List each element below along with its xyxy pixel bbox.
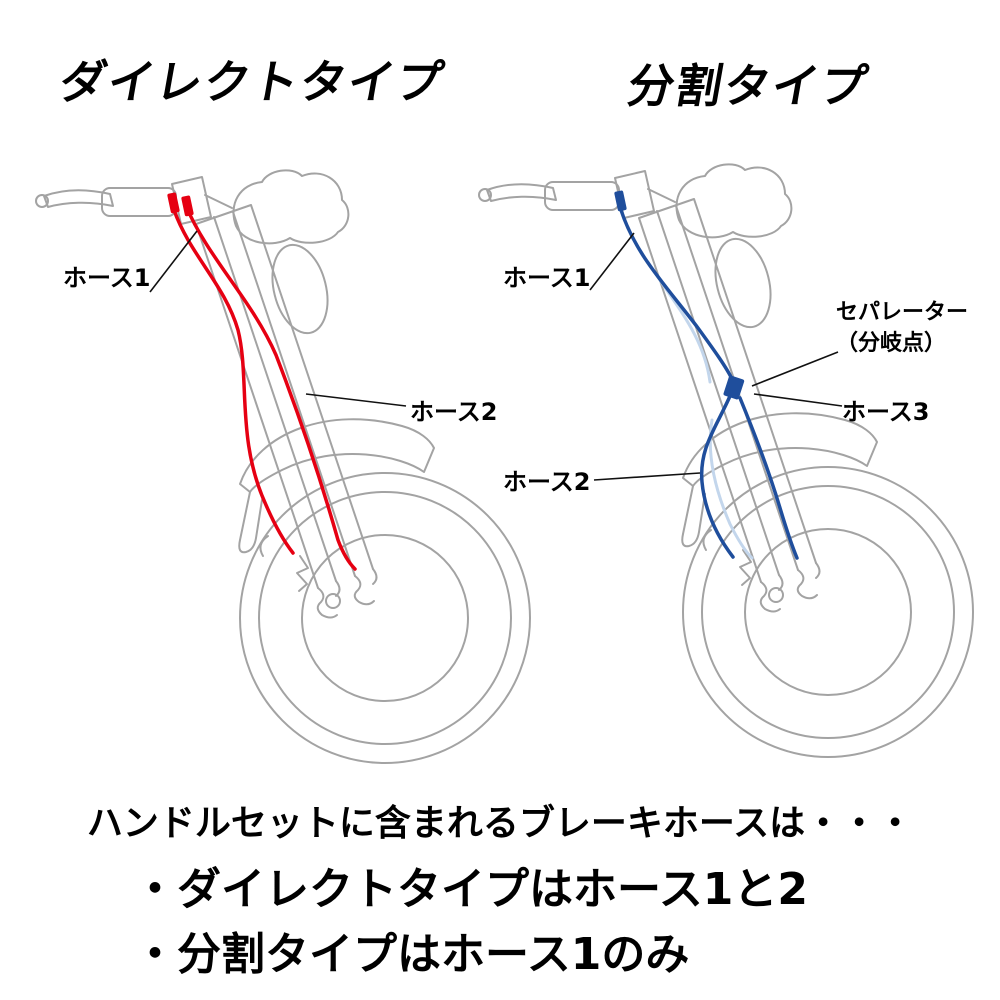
split-hoses-light bbox=[646, 260, 754, 560]
split-hoses bbox=[619, 208, 799, 560]
separator-label-line1: セパレーター bbox=[836, 300, 969, 325]
direct-hose1-leader bbox=[149, 230, 198, 293]
split-hose3-label: ホース3 bbox=[842, 398, 930, 426]
footer-bullet-split: ・分割タイプはホース1のみ bbox=[133, 929, 690, 980]
split-hose-fittings bbox=[614, 190, 745, 400]
split-hose2-leader bbox=[593, 472, 701, 481]
direct-hose-fittings bbox=[167, 192, 194, 217]
direct-hose1-label: ホース1 bbox=[63, 264, 151, 292]
separator-label: セパレーター （分岐点） bbox=[836, 298, 968, 360]
separator-label-line2: （分岐点） bbox=[836, 330, 947, 356]
direct-hose2-path bbox=[184, 204, 357, 571]
direct-hose1-path bbox=[172, 208, 295, 555]
footer-intro-text: ハンドルセットに含まれるブレーキホースは・・・ bbox=[86, 803, 914, 844]
split-type-title: 分割タイプ bbox=[623, 59, 874, 113]
split-hose2-path bbox=[699, 394, 735, 559]
split-fitting bbox=[614, 190, 627, 212]
separator-marker bbox=[723, 375, 745, 400]
direct-hose2-label: ホース2 bbox=[410, 398, 498, 426]
split-hose3-path bbox=[738, 396, 799, 560]
leader-lines bbox=[149, 230, 843, 481]
split-bike-drawing bbox=[478, 163, 974, 758]
direct-hoses bbox=[172, 204, 357, 571]
split-hose1-leader bbox=[589, 232, 635, 291]
separator-leader bbox=[751, 351, 839, 387]
direct-hose2-leader bbox=[305, 393, 407, 407]
split-hose1-label: ホース1 bbox=[503, 264, 591, 292]
split-hose3-leader bbox=[753, 393, 843, 407]
direct-type-title: ダイレクトタイプ bbox=[55, 55, 450, 109]
split-hose2-label: ホース2 bbox=[503, 468, 591, 496]
split-hose1-path bbox=[619, 208, 735, 383]
footer-bullet-direct: ・ダイレクトタイプはホース1と2 bbox=[133, 864, 809, 915]
